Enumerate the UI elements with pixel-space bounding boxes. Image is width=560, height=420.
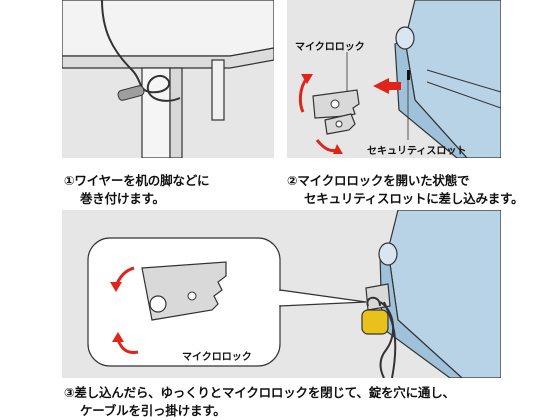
laptop-body-step3 <box>387 210 501 378</box>
security-wire <box>101 0 181 102</box>
step2-lock-label: マイクロロック <box>295 42 365 53</box>
padlock <box>361 309 389 335</box>
rotate-arrow-bottom2 <box>116 339 139 354</box>
step3-lock-label: マイクロロック <box>182 352 252 363</box>
step2-slot-label: セキュリティスロット <box>367 146 467 157</box>
step2-caption-line1: ②マイクロロックを開いた状態で <box>287 173 470 188</box>
rotate-arrow-left <box>298 77 309 113</box>
step1-caption-line1: ①ワイヤーを机の脚などに <box>64 173 210 188</box>
step2-caption-line2: セキュリティスロットに差し込みます。 <box>304 191 524 206</box>
desk-leg <box>141 67 171 158</box>
padlock-shackle <box>366 296 381 307</box>
laptop-body <box>404 0 501 158</box>
insert-arrow <box>373 78 401 94</box>
step1-illustration <box>62 0 274 158</box>
step1-caption-line2: 巻き付けます。 <box>80 191 165 206</box>
step3-caption-line1: ③差し込んだら、ゆっくりとマイクロロックを閉じて、錠を穴に通し、 <box>64 385 455 400</box>
step3-illustration: マイクロロック <box>62 210 501 378</box>
wire-sleeve <box>117 85 145 101</box>
step2-illustration: マイクロロック セキュリティスロット <box>287 0 501 158</box>
desk-top <box>62 0 274 57</box>
security-slot <box>407 70 410 80</box>
step3-caption-line2: ケーブルを引っ掛けます。 <box>80 403 226 418</box>
laptop-hinge <box>395 26 415 50</box>
